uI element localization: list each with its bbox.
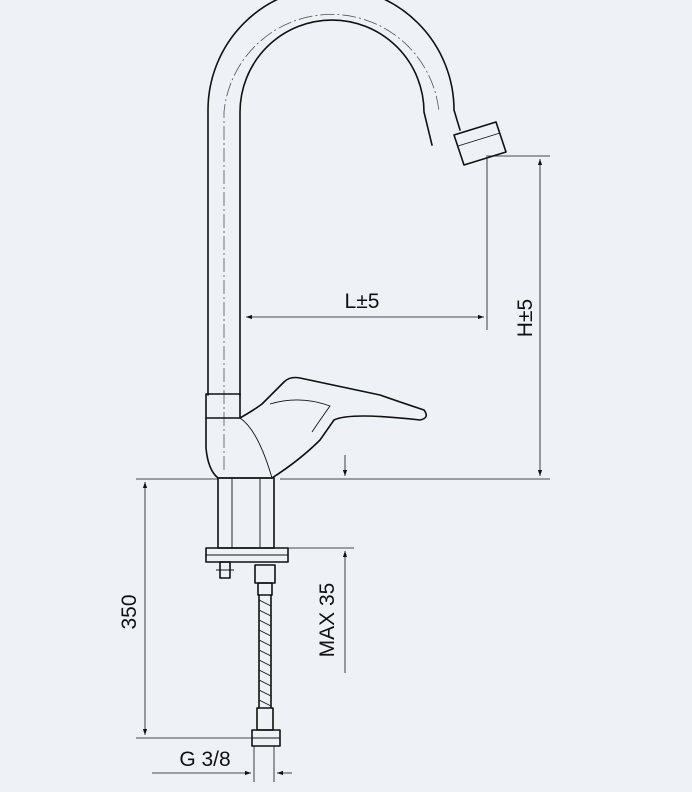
faucet-spout [207, 0, 507, 470]
dimension-hose-length-label: 350 [118, 594, 141, 629]
dimension-reach: L±5 [246, 158, 488, 330]
faucet-body [205, 376, 428, 479]
dimension-max-thickness: MAX 35 [288, 455, 354, 673]
dimension-connection-label: G 3/8 [179, 748, 230, 771]
dimension-connection: G 3/8 [152, 746, 292, 782]
aerator [453, 121, 507, 166]
dimension-max-thickness-label: MAX 35 [316, 583, 339, 658]
dimension-height: H±5 [280, 155, 550, 480]
dimension-height-label: H±5 [514, 299, 537, 337]
dimension-reach-label: L±5 [345, 290, 380, 313]
dimension-hose-length: 350 [118, 478, 252, 739]
mounting-shank [205, 477, 289, 579]
flexible-hose [251, 564, 281, 747]
